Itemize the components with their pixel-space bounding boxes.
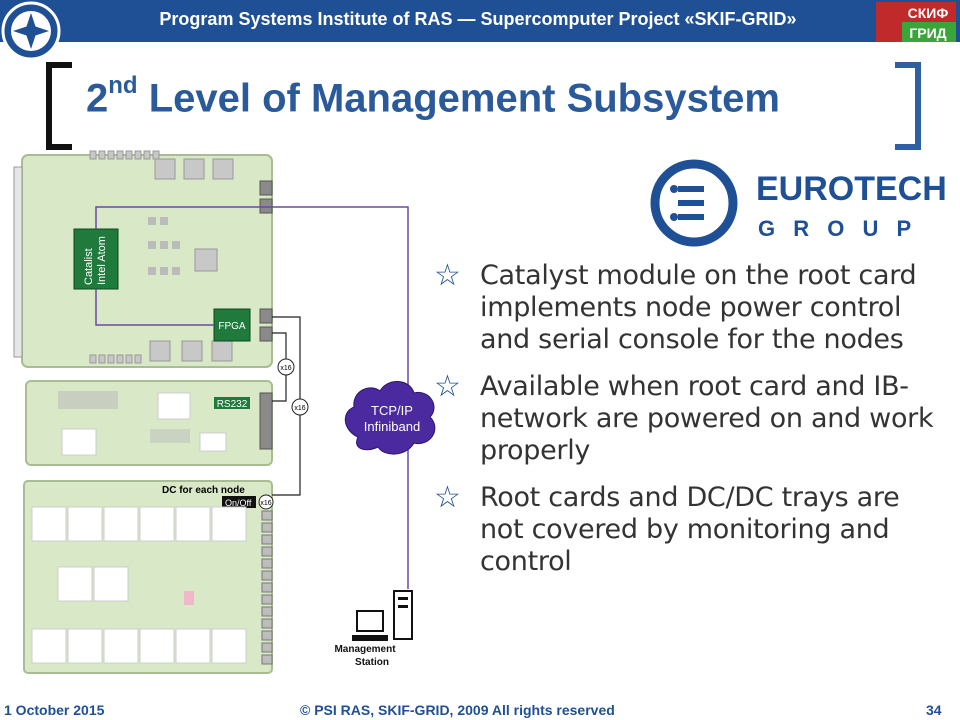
management-diagram: Catalist Intel Atom FPGA RS232 DC for ea… bbox=[13, 150, 436, 674]
management-station: Management Station bbox=[334, 590, 413, 668]
footer-copyright: © PSI RAS, SKIF-GRID, 2009 All rights re… bbox=[300, 702, 615, 718]
title-prefix: 2 bbox=[86, 76, 109, 121]
title-bracket-left bbox=[46, 62, 72, 150]
bullet-list: ☆ Catalyst module on the root card implem… bbox=[434, 260, 934, 593]
station-label-2: Station bbox=[355, 657, 389, 668]
bullet-text: Available when root card and IB-network … bbox=[480, 371, 934, 466]
cloud-label-2: Infiniband bbox=[364, 419, 420, 434]
catalist-label-2: Intel Atom bbox=[96, 236, 108, 285]
rs232-label: RS232 bbox=[217, 399, 248, 410]
page-number: 34 bbox=[926, 702, 942, 718]
x16-badge-a: x16 bbox=[277, 358, 295, 376]
footer: 1 October 2015 © PSI RAS, SKIF-GRID, 200… bbox=[0, 702, 960, 720]
bullet-item: ☆ Catalyst module on the root card implem… bbox=[434, 260, 934, 356]
title-bracket-right bbox=[895, 62, 921, 150]
bullet-text: Catalyst module on the root card impleme… bbox=[480, 260, 917, 355]
dc-label: DC for each node bbox=[162, 485, 245, 496]
psi-ras-logo bbox=[1, 1, 61, 61]
grid-text: ГРИД bbox=[909, 25, 946, 41]
onoff-label: On/Off bbox=[225, 498, 252, 508]
header-title: Program Systems Institute of RAS — Super… bbox=[159, 9, 797, 29]
cloud-label-1: TCP/IP bbox=[371, 403, 413, 418]
dc-tray-board: DC for each node On/Off bbox=[23, 480, 273, 674]
title-rest: Level of Management Subsystem bbox=[137, 76, 780, 121]
bullet-item: ☆ Root cards and DC/DC trays are not cove… bbox=[434, 482, 934, 578]
eurotech-word: EUROTECH bbox=[756, 170, 947, 208]
skif-text: СКИФ bbox=[908, 5, 949, 21]
catalist-label-1: Catalist bbox=[83, 248, 95, 285]
fpga-label: FPGA bbox=[218, 321, 246, 332]
slide-title: 2nd Level of Management Subsystem bbox=[86, 72, 780, 121]
x16-badge-b: x16 bbox=[291, 398, 309, 416]
footer-date: 1 October 2015 bbox=[4, 702, 105, 718]
bullet-item: ☆ Available when root card and IB-network… bbox=[434, 371, 934, 467]
bullet-text: Root cards and DC/DC trays are not cover… bbox=[480, 482, 900, 577]
group-word: G R O U P bbox=[758, 216, 917, 241]
svg-text:x16: x16 bbox=[294, 405, 305, 412]
star-icon: ☆ bbox=[434, 258, 461, 293]
station-label-1: Management bbox=[334, 644, 396, 655]
svg-text:x16: x16 bbox=[260, 500, 271, 507]
tcpip-cloud: TCP/IP Infiniband bbox=[344, 381, 436, 455]
x16-badge-c: x16 bbox=[258, 494, 274, 510]
star-icon: ☆ bbox=[434, 369, 461, 404]
star-icon: ☆ bbox=[434, 480, 461, 515]
serial-board: RS232 bbox=[25, 380, 273, 466]
skif-grid-logo: СКИФ ГРИД bbox=[876, 2, 956, 42]
eurotech-logo: EUROTECH G R O U P bbox=[650, 159, 947, 247]
title-sup: nd bbox=[108, 72, 138, 99]
root-card-board: Catalist Intel Atom FPGA bbox=[13, 150, 273, 368]
header-bar: Program Systems Institute of RAS — Super… bbox=[0, 0, 960, 42]
svg-text:x16: x16 bbox=[280, 365, 291, 372]
